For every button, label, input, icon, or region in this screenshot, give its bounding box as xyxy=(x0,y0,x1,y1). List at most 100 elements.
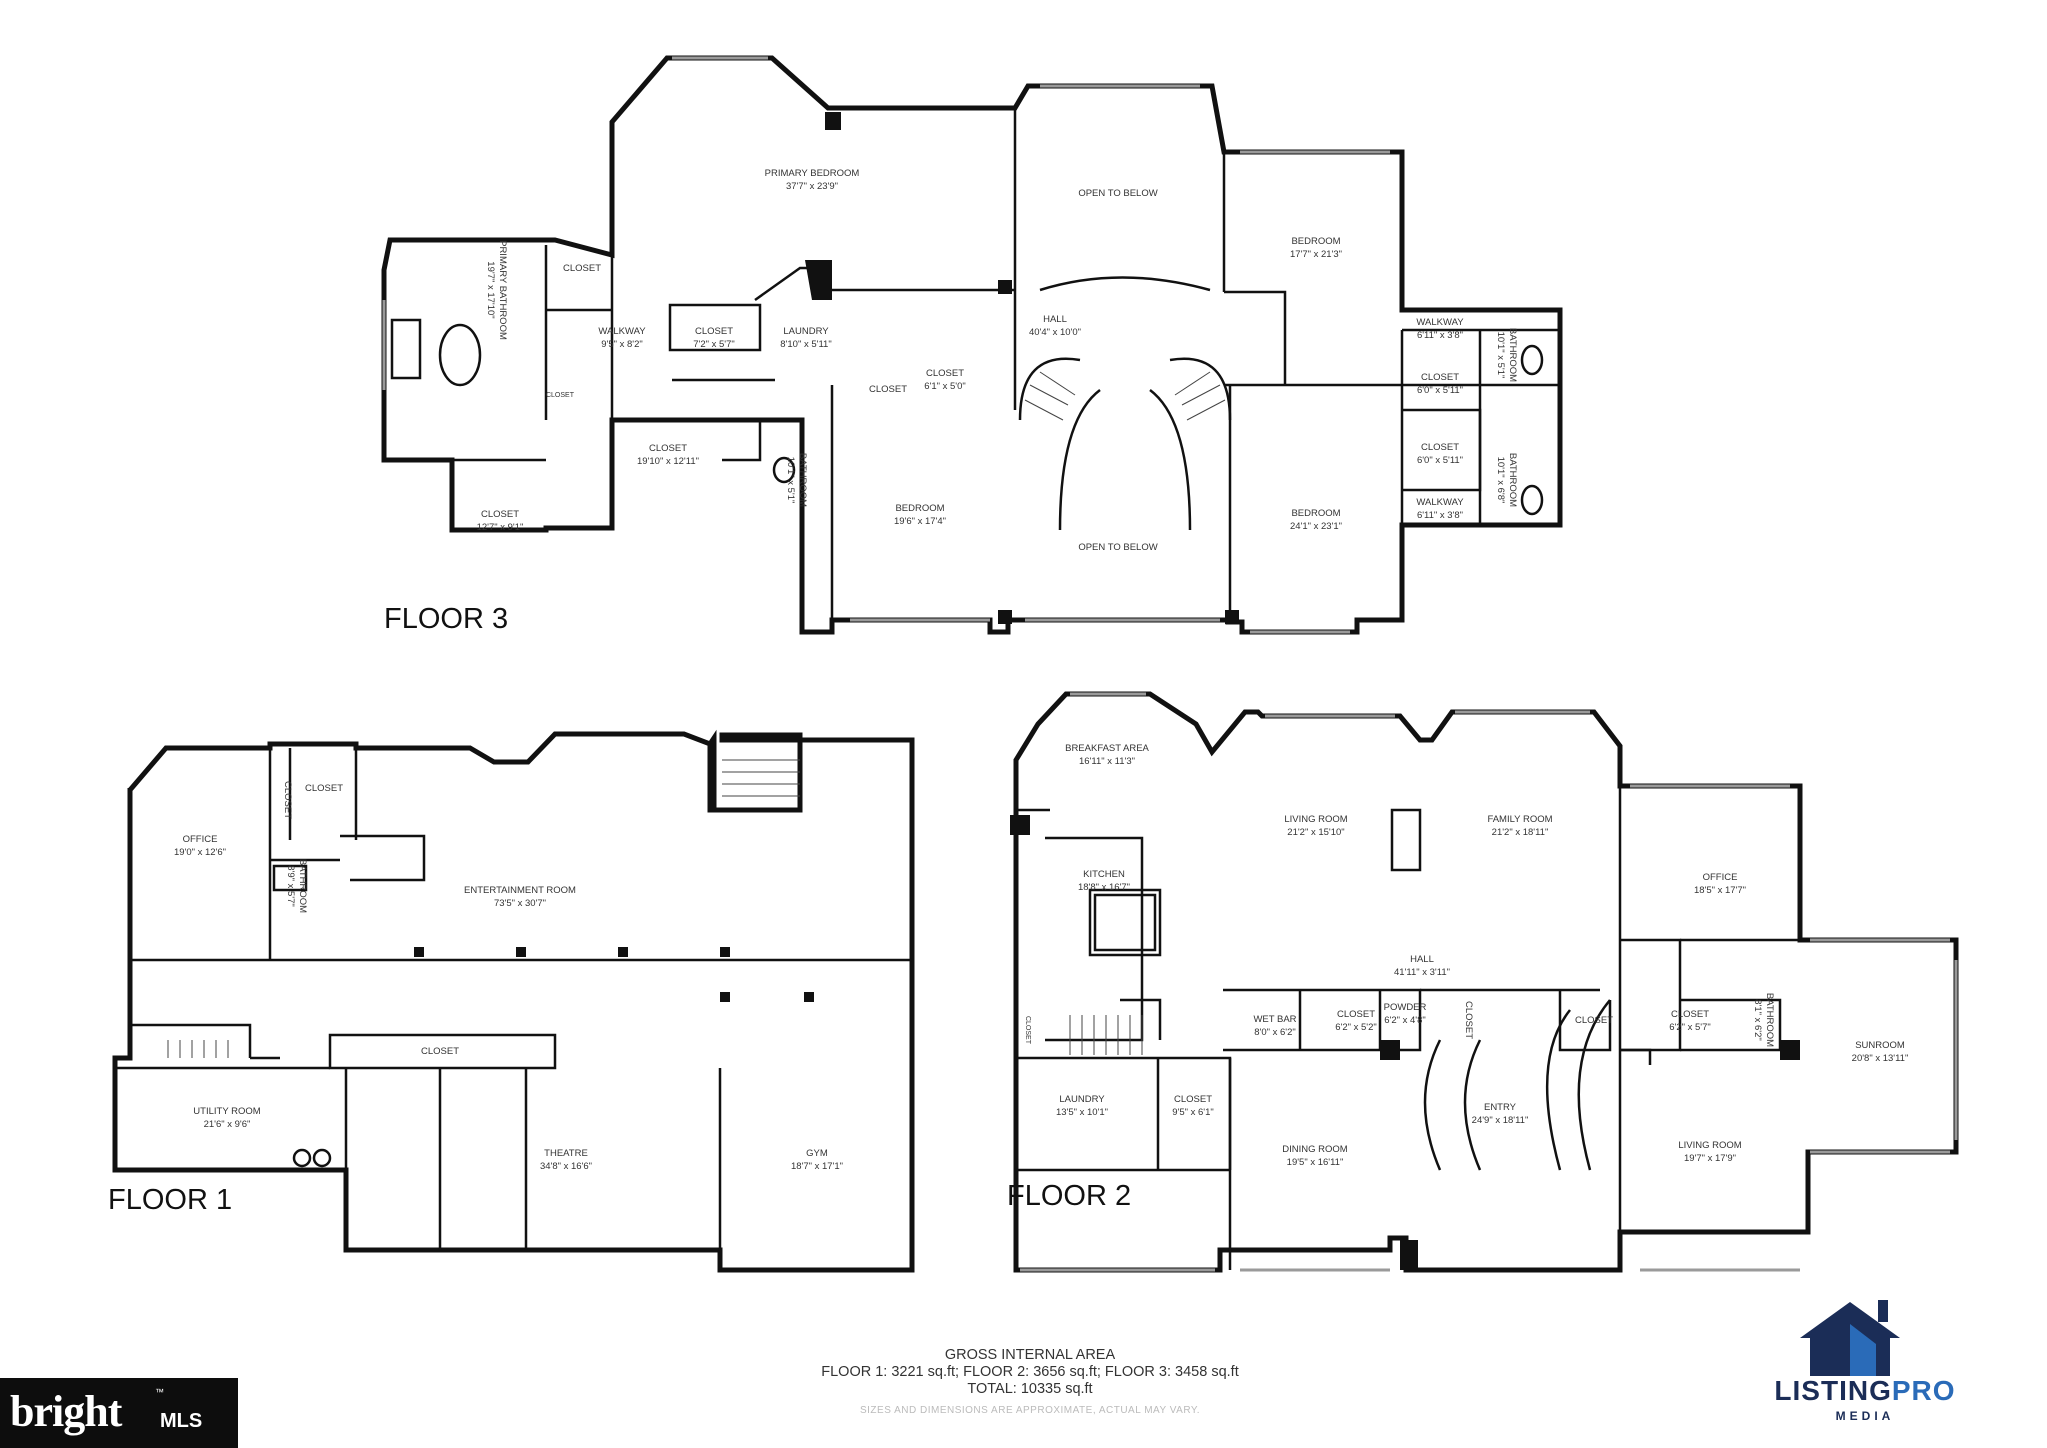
room-label: CLOSET xyxy=(481,509,519,520)
room-label: HALL xyxy=(1410,954,1434,965)
room-dimension: 8'1" x 6'2" xyxy=(1752,999,1763,1041)
listingpro-word-listing: LISTING xyxy=(1774,1375,1892,1406)
bright-logo-trademark: ™ xyxy=(155,1387,164,1397)
room-dimension: 18'8" x 16'7" xyxy=(1078,882,1130,893)
floor-label: FLOOR 3 xyxy=(384,603,508,635)
listingpro-media: MEDIA xyxy=(1835,1409,1895,1423)
room-dimension: 8'0" x 6'2" xyxy=(1254,1027,1296,1038)
room-dimension: 17'7" x 21'3" xyxy=(1290,249,1342,260)
room-label: BEDROOM xyxy=(895,503,944,514)
floor-3: PRIMARY BEDROOM 37'7" x 23'9" OPEN TO BE… xyxy=(381,55,1563,635)
room-label: ENTRY xyxy=(1484,1102,1517,1113)
footer-total: TOTAL: 10335 sq.ft xyxy=(967,1381,1093,1397)
room-label: CLOSET xyxy=(421,1046,459,1057)
room-label: PRIMARY BATHROOM xyxy=(497,240,508,340)
footer-area-breakdown: FLOOR 1: 3221 sq.ft; FLOOR 2: 3656 sq.ft… xyxy=(821,1364,1239,1380)
room-label: POWDER xyxy=(1384,1002,1427,1013)
room-label: CLOSET xyxy=(1337,1009,1375,1020)
room-label: CLOSET xyxy=(695,326,733,337)
room-dimension: 13'5" x 10'1" xyxy=(1056,1107,1108,1118)
listingpro-wordmark: LISTINGPRO xyxy=(1745,1375,1985,1407)
room-label: THEATRE xyxy=(544,1148,588,1159)
bright-logo-word: bright xyxy=(10,1387,122,1436)
bathtub-icon xyxy=(438,323,482,387)
room-label: WALKWAY xyxy=(1416,497,1464,508)
floor-label: FLOOR 2 xyxy=(1007,1180,1131,1212)
floor-2: BREAKFAST AREA 16'11" x 11'3" LIVING ROO… xyxy=(1007,691,1959,1273)
room-dimension: 19'7" x 17'9" xyxy=(1684,1153,1736,1164)
room-dimension: 41'11" x 3'11" xyxy=(1394,967,1450,978)
room-label: KITCHEN xyxy=(1083,869,1125,880)
room-label: CLOSET xyxy=(1575,1015,1613,1026)
room-label: CLOSET xyxy=(282,781,293,819)
room-dimension: 6'11" x 3'8" xyxy=(1417,330,1463,341)
footer-disclaimer: SIZES AND DIMENSIONS ARE APPROXIMATE, AC… xyxy=(859,1405,1201,1416)
room-label: LAUNDRY xyxy=(1059,1094,1105,1105)
room-dimension: 7'2" x 5'7" xyxy=(693,339,735,350)
room-dimension: 6'2" x 4'8" xyxy=(1384,1015,1426,1026)
room-label: OFFICE xyxy=(1703,872,1738,883)
room-dimension: 19'6" x 17'4" xyxy=(894,516,946,527)
room-dimension: 6'0" x 5'11" xyxy=(1417,385,1463,396)
room-label: CLOSET xyxy=(1421,372,1459,383)
room-label: CLOSET xyxy=(563,263,601,274)
room-dimension: 9'5" x 8'2" xyxy=(601,339,643,350)
room-dimension: 6'11" x 3'8" xyxy=(1417,510,1463,521)
bright-mls-logo: bright ™ MLS xyxy=(0,1378,238,1448)
floor-label: FLOOR 1 xyxy=(108,1184,232,1216)
listingpro-logo: LISTINGPRO MEDIA xyxy=(1745,1285,1985,1425)
room-label: LIVING ROOM xyxy=(1284,814,1347,825)
room-label: CLOSET xyxy=(1174,1094,1212,1105)
room-label: BATHROOM xyxy=(297,859,308,913)
floor-1: OFFICE 19'0" x 12'6" CLOSET CLOSET BATHR… xyxy=(108,729,915,1273)
room-label: DINING ROOM xyxy=(1282,1144,1348,1155)
room-dimension: 6'0" x 5'11" xyxy=(1417,455,1463,466)
room-label: OFFICE xyxy=(183,834,218,845)
room-dimension: 24'1" x 23'1" xyxy=(1290,521,1342,532)
room-label: LAUNDRY xyxy=(783,326,829,337)
area-footer: GROSS INTERNAL AREA FLOOR 1: 3221 sq.ft;… xyxy=(640,1347,1420,1419)
room-dimension: 6'1" x 5'0" xyxy=(924,381,966,392)
room-dimension: 6'2" x 5'2" xyxy=(1335,1022,1377,1033)
toilet-icon xyxy=(1520,484,1544,516)
bathtub-icon xyxy=(272,864,308,892)
stairs-icon xyxy=(167,759,800,1058)
stairs-icon xyxy=(1069,999,1611,1171)
room-label: WALKWAY xyxy=(598,326,646,337)
room-dimension: 19'5" x 16'11" xyxy=(1287,1157,1344,1168)
room-label: SUNROOM xyxy=(1855,1040,1905,1051)
room-label: PRIMARY BEDROOM xyxy=(765,168,860,179)
stairs-icon xyxy=(1018,357,1232,531)
room-label: CLOSET xyxy=(869,384,907,395)
room-label: UTILITY ROOM xyxy=(193,1106,260,1117)
room-dimension: 6'2" x 5'7" xyxy=(1669,1022,1711,1033)
room-label: WALKWAY xyxy=(1416,317,1464,328)
room-label: ENTERTAINMENT ROOM xyxy=(464,885,576,896)
room-label: CLOSET xyxy=(926,368,964,379)
room-label: CLOSET xyxy=(1671,1009,1709,1020)
room-label: CLOSET xyxy=(305,783,343,794)
room-dimension: 18'5" x 17'7" xyxy=(1694,885,1746,896)
room-label: BEDROOM xyxy=(1291,508,1340,519)
room-dimension: 20'8" x 13'11" xyxy=(1852,1053,1909,1064)
room-dimension: 16'11" x 11'3" xyxy=(1079,756,1135,767)
room-dimension: 12'7" x 9'1" xyxy=(477,522,524,533)
room-label: BEDROOM xyxy=(1291,236,1340,247)
room-dimension: 10'1" x 6'8" xyxy=(1495,457,1506,504)
room-label: CLOSET xyxy=(546,392,575,399)
room-dimension: 9'5" x 6'1" xyxy=(1172,1107,1214,1118)
room-label: LIVING ROOM xyxy=(1678,1140,1741,1151)
room-dimension: 8'10" x 5'11" xyxy=(780,339,831,350)
room-label: GYM xyxy=(806,1148,828,1159)
room-label: HALL xyxy=(1043,314,1067,325)
room-label: BATHROOM xyxy=(1764,993,1775,1047)
room-label: CLOSET xyxy=(1463,1001,1474,1039)
room-label: OPEN TO BELOW xyxy=(1078,542,1157,553)
room-dimension: 10'1" x 5'1" xyxy=(785,457,796,504)
room-label: BATHROOM xyxy=(1507,328,1518,382)
room-dimension: 21'2" x 18'11" xyxy=(1492,827,1549,838)
room-dimension: 37'7" x 23'9" xyxy=(786,181,838,192)
room-dimension: 21'6" x 9'6" xyxy=(204,1119,251,1130)
room-label: CLOSET xyxy=(1024,1016,1031,1045)
sink-icon xyxy=(772,456,796,484)
